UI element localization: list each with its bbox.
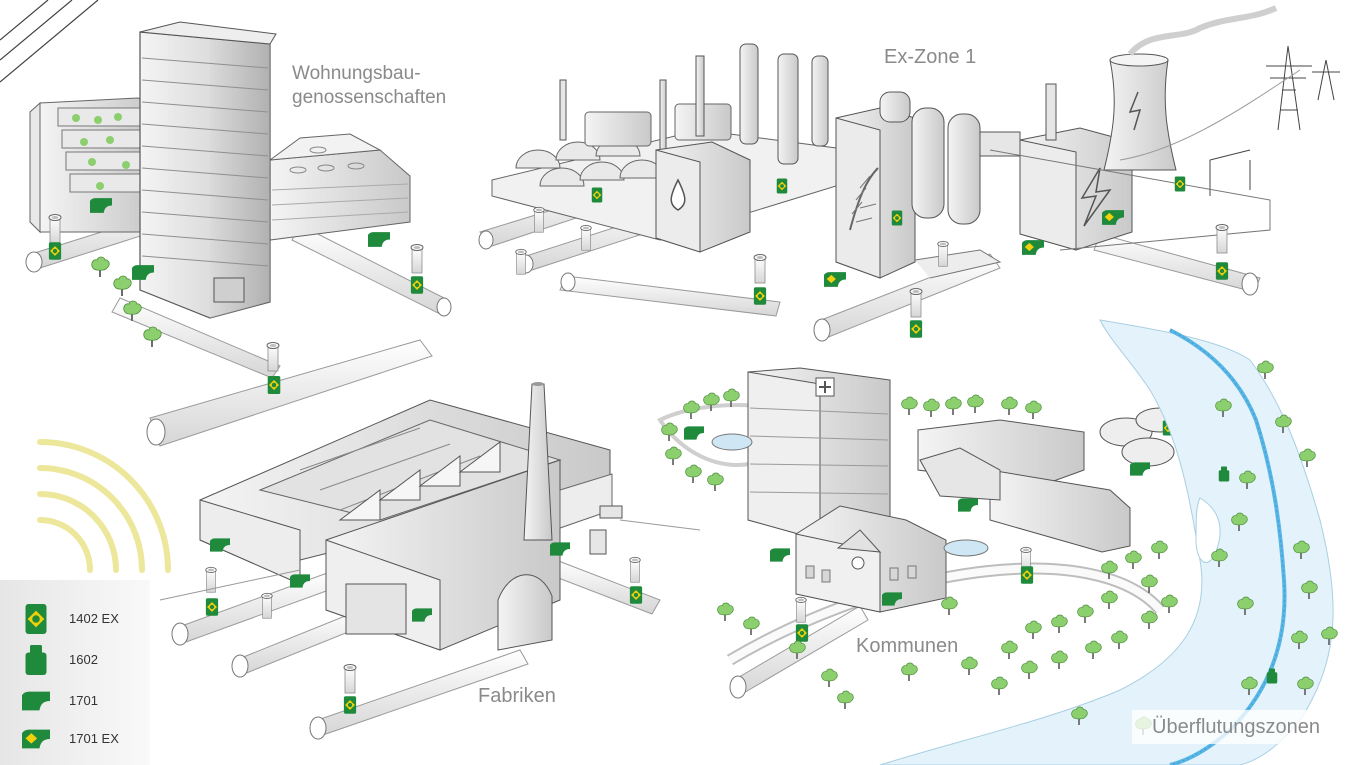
legend-item-1602: 1602 bbox=[0, 641, 150, 681]
zone-label-residential-line2: genossenschaften bbox=[292, 87, 447, 108]
signal-waves bbox=[37, 439, 171, 573]
residential-cluster bbox=[25, 21, 452, 447]
legend-label: 1701 bbox=[69, 693, 98, 708]
sensor-housing-icon bbox=[22, 691, 50, 711]
sensor-housing-ex-icon bbox=[22, 729, 50, 749]
sensor-capsule-icon bbox=[25, 645, 47, 675]
legend-item-1701: 1701 bbox=[0, 682, 150, 722]
zone-label-municipalities: Kommunen bbox=[856, 635, 959, 657]
sensor-legend: 1402 EX 1602 1701 1701 EX bbox=[0, 580, 150, 765]
zone-label-factories: Fabriken bbox=[478, 685, 556, 707]
zone-label-ex-zone: Ex-Zone 1 bbox=[884, 46, 977, 68]
factory-cluster bbox=[159, 382, 701, 740]
legend-item-1701ex: 1701 EX bbox=[0, 720, 150, 760]
sensor-ex-icon bbox=[25, 604, 47, 634]
corner-hatching bbox=[0, 0, 99, 83]
legend-label: 1701 EX bbox=[69, 731, 119, 746]
legend-label: 1602 bbox=[69, 652, 98, 667]
industrial-cluster bbox=[478, 5, 1340, 342]
zone-label-residential-line1: Wohnungsbau- bbox=[292, 63, 421, 84]
zone-label-flood-zones: Überflutungszonen bbox=[1132, 710, 1340, 744]
legend-label: 1402 EX bbox=[69, 611, 119, 626]
zone-label-residential: Wohnungsbau- genossenschaften bbox=[292, 62, 446, 110]
legend-item-1402ex: 1402 EX bbox=[0, 600, 150, 640]
